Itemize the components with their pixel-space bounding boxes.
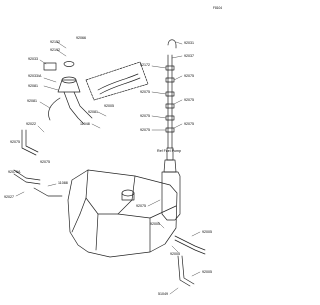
part-label[interactable]: 92075 <box>184 98 194 102</box>
part-label[interactable]: 92005 <box>170 252 180 256</box>
filler-hose <box>63 91 85 125</box>
part-label[interactable]: 92066 <box>76 36 86 40</box>
drain-line <box>174 235 206 251</box>
figure-code: F8104 <box>213 6 223 10</box>
tank-filler-neck <box>121 189 135 197</box>
fuel-tank <box>67 169 178 258</box>
part-label[interactable]: 92152 <box>50 40 60 44</box>
part-label[interactable]: 92192 <box>50 48 60 52</box>
part-label[interactable]: 92075 <box>140 128 150 132</box>
part-label[interactable]: 51049 <box>158 292 168 296</box>
part-label[interactable]: 92027 <box>4 195 14 199</box>
part-label[interactable]: 92005 <box>202 230 212 234</box>
part-label[interactable]: 92075 <box>140 114 150 118</box>
part-label[interactable]: 92031 <box>184 41 194 45</box>
part-label[interactable]: 92081 <box>27 99 37 103</box>
left-vent-line <box>21 129 37 156</box>
part-label[interactable]: 92075 <box>140 90 150 94</box>
part-label[interactable]: 92037 <box>184 54 194 58</box>
part-label[interactable]: 92075 <box>10 140 20 144</box>
part-label[interactable]: 92033/A <box>28 74 42 78</box>
part-label[interactable]: 92022 <box>26 122 36 126</box>
part-label[interactable]: 92005 <box>104 104 114 108</box>
part-label[interactable]: 92033 <box>28 57 38 61</box>
ref-fuel-pump-note: Ref Fuel Pump <box>157 149 181 153</box>
diagram-drawing <box>13 39 206 295</box>
breather-hose-box <box>85 61 149 101</box>
part-label[interactable]: 92005 <box>202 270 212 274</box>
part-label[interactable]: 92075 <box>184 74 194 78</box>
part-label[interactable]: 11088 <box>58 181 68 185</box>
part-label[interactable]: 92081 <box>28 84 38 88</box>
part-label[interactable]: 92172 <box>140 63 150 67</box>
part-label[interactable]: 92005 <box>150 222 160 226</box>
part-label[interactable]: 11048 <box>80 122 90 126</box>
part-label[interactable]: 92075 <box>40 160 50 164</box>
fuel-pump-unit <box>161 171 181 221</box>
part-label[interactable]: 92075 <box>136 204 146 208</box>
part-label[interactable]: 92081 <box>88 110 98 114</box>
fuel-system-parts-diagram: F8104 Ref Fuel Pump 92152 92192 92033 92… <box>4 6 223 296</box>
part-label[interactable]: 92075A <box>8 170 21 174</box>
filler-cap <box>43 62 57 71</box>
part-label[interactable]: 92075 <box>184 122 194 126</box>
